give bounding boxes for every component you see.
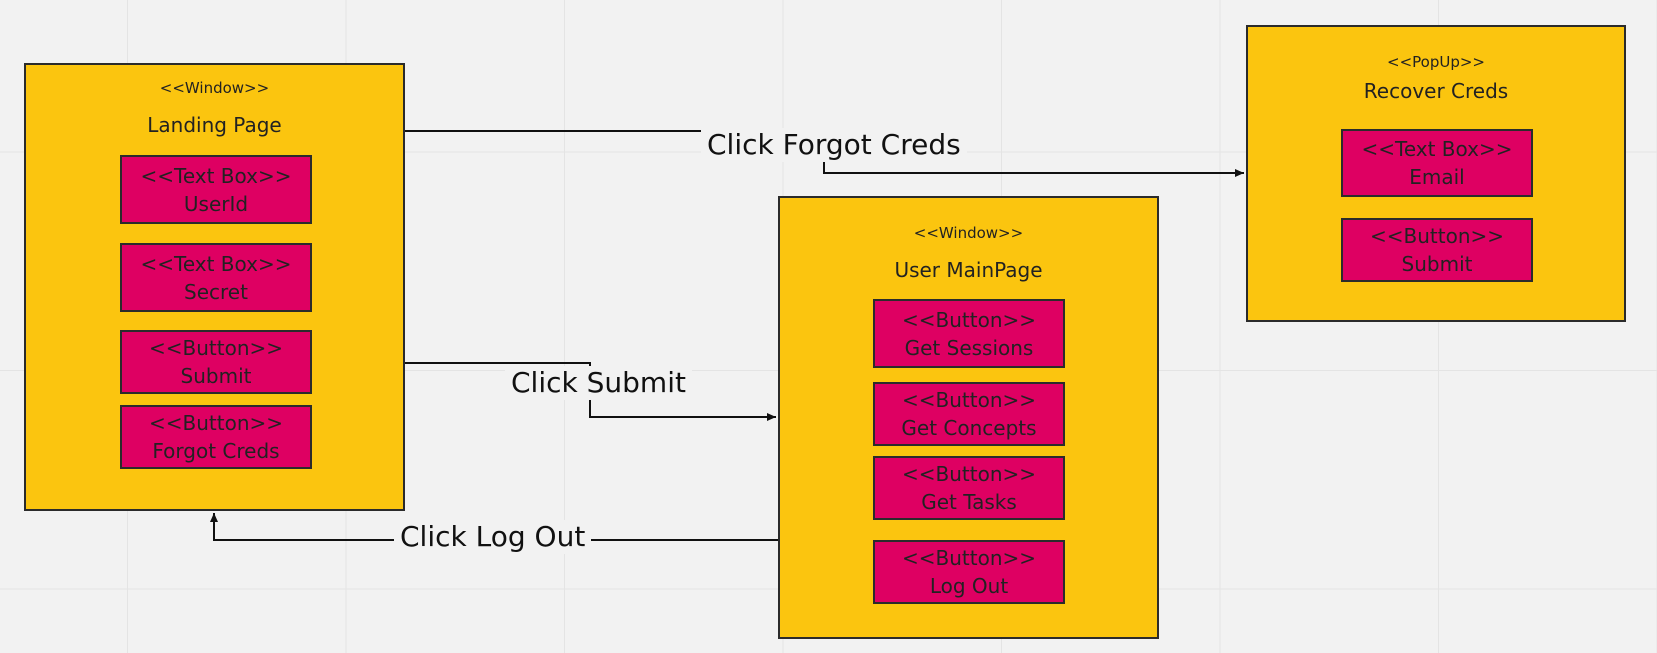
secret-text-box: <<Text Box>> Secret (120, 243, 312, 312)
component-stereotype: <<Text Box>> (140, 251, 292, 276)
user-mainpage-title: User MainPage (894, 258, 1043, 282)
landing-page-window: <<Window>> Landing Page <<Text Box>> Use… (24, 63, 405, 511)
forgot-creds-button-box: <<Button>> Forgot Creds (120, 405, 312, 469)
edge-label-log-out: Click Log Out (394, 520, 592, 554)
component-stereotype: <<Text Box>> (140, 163, 292, 188)
get-tasks-button-box: <<Button>> Get Tasks (873, 456, 1065, 520)
component-label: Submit (1401, 252, 1473, 276)
recover-creds-title: Recover Creds (1363, 79, 1509, 103)
component-label: Log Out (929, 574, 1009, 598)
component-label: Secret (184, 279, 248, 304)
landing-page-stereotype: <<Window>> (159, 79, 270, 97)
get-concepts-button-box: <<Button>> Get Concepts (873, 382, 1065, 446)
get-sessions-button-box: <<Button>> Get Sessions (873, 299, 1065, 368)
user-mainpage-stereotype: <<Window>> (913, 224, 1024, 242)
component-label: UserId (183, 191, 249, 216)
component-label: Get Sessions (904, 335, 1034, 360)
component-stereotype: <<Button>> (901, 307, 1037, 332)
landing-page-title: Landing Page (147, 113, 282, 137)
edge-label-forgot-creds: Click Forgot Creds (701, 128, 967, 162)
component-stereotype: <<Button>> (901, 462, 1037, 486)
recover-creds-popup: <<PopUp>> Recover Creds <<Text Box>> Ema… (1246, 25, 1626, 322)
popup-submit-button-box: <<Button>> Submit (1341, 218, 1533, 282)
component-label: Get Tasks (921, 490, 1017, 514)
component-stereotype: <<Button>> (1369, 224, 1505, 248)
log-out-button-box: <<Button>> Log Out (873, 540, 1065, 604)
component-label: Email (1409, 165, 1465, 189)
component-stereotype: <<Button>> (901, 546, 1037, 570)
component-stereotype: <<Button>> (901, 388, 1037, 412)
user-mainpage-window: <<Window>> User MainPage <<Button>> Get … (778, 196, 1159, 639)
component-stereotype: <<Text Box>> (1361, 137, 1513, 161)
component-label: Forgot Creds (152, 439, 280, 463)
userid-text-box: <<Text Box>> UserId (120, 155, 312, 224)
component-label: Submit (180, 364, 252, 388)
recover-creds-stereotype: <<PopUp>> (1387, 53, 1485, 71)
email-text-box: <<Text Box>> Email (1341, 129, 1533, 197)
submit-button-box: <<Button>> Submit (120, 330, 312, 394)
edge-label-submit: Click Submit (505, 366, 692, 400)
component-label: Get Concepts (901, 416, 1037, 440)
component-stereotype: <<Button>> (148, 411, 284, 435)
component-stereotype: <<Button>> (148, 336, 284, 360)
